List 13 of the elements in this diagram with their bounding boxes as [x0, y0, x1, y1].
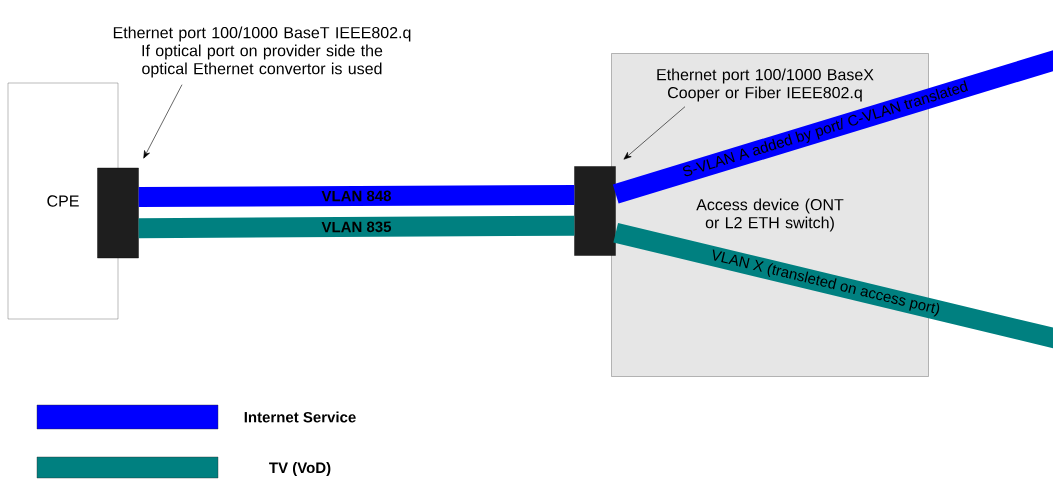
- cable-band: [138, 215, 575, 239]
- callout-text: Ethernet port 100/1000 BaseT IEEE802.q If optical port on provider side the optical Ethernet convertor is used: [113, 26, 411, 78]
- leader-line: [623, 106, 686, 160]
- device-box: CPE: [7, 82, 119, 320]
- cable-band: [138, 185, 575, 207]
- leader-line: [143, 84, 183, 159]
- port-block: [97, 167, 139, 259]
- legend-label: Internet Service: [244, 411, 356, 423]
- edge-label: VLAN 848: [321, 190, 392, 202]
- callout-text: Ethernet port 100/1000 BaseX Cooper or Fiber IEEE802.q: [657, 68, 874, 102]
- edge-label: VLAN 835: [321, 221, 392, 233]
- legend-label: TV (VoD): [269, 462, 331, 476]
- port-block: [574, 166, 616, 256]
